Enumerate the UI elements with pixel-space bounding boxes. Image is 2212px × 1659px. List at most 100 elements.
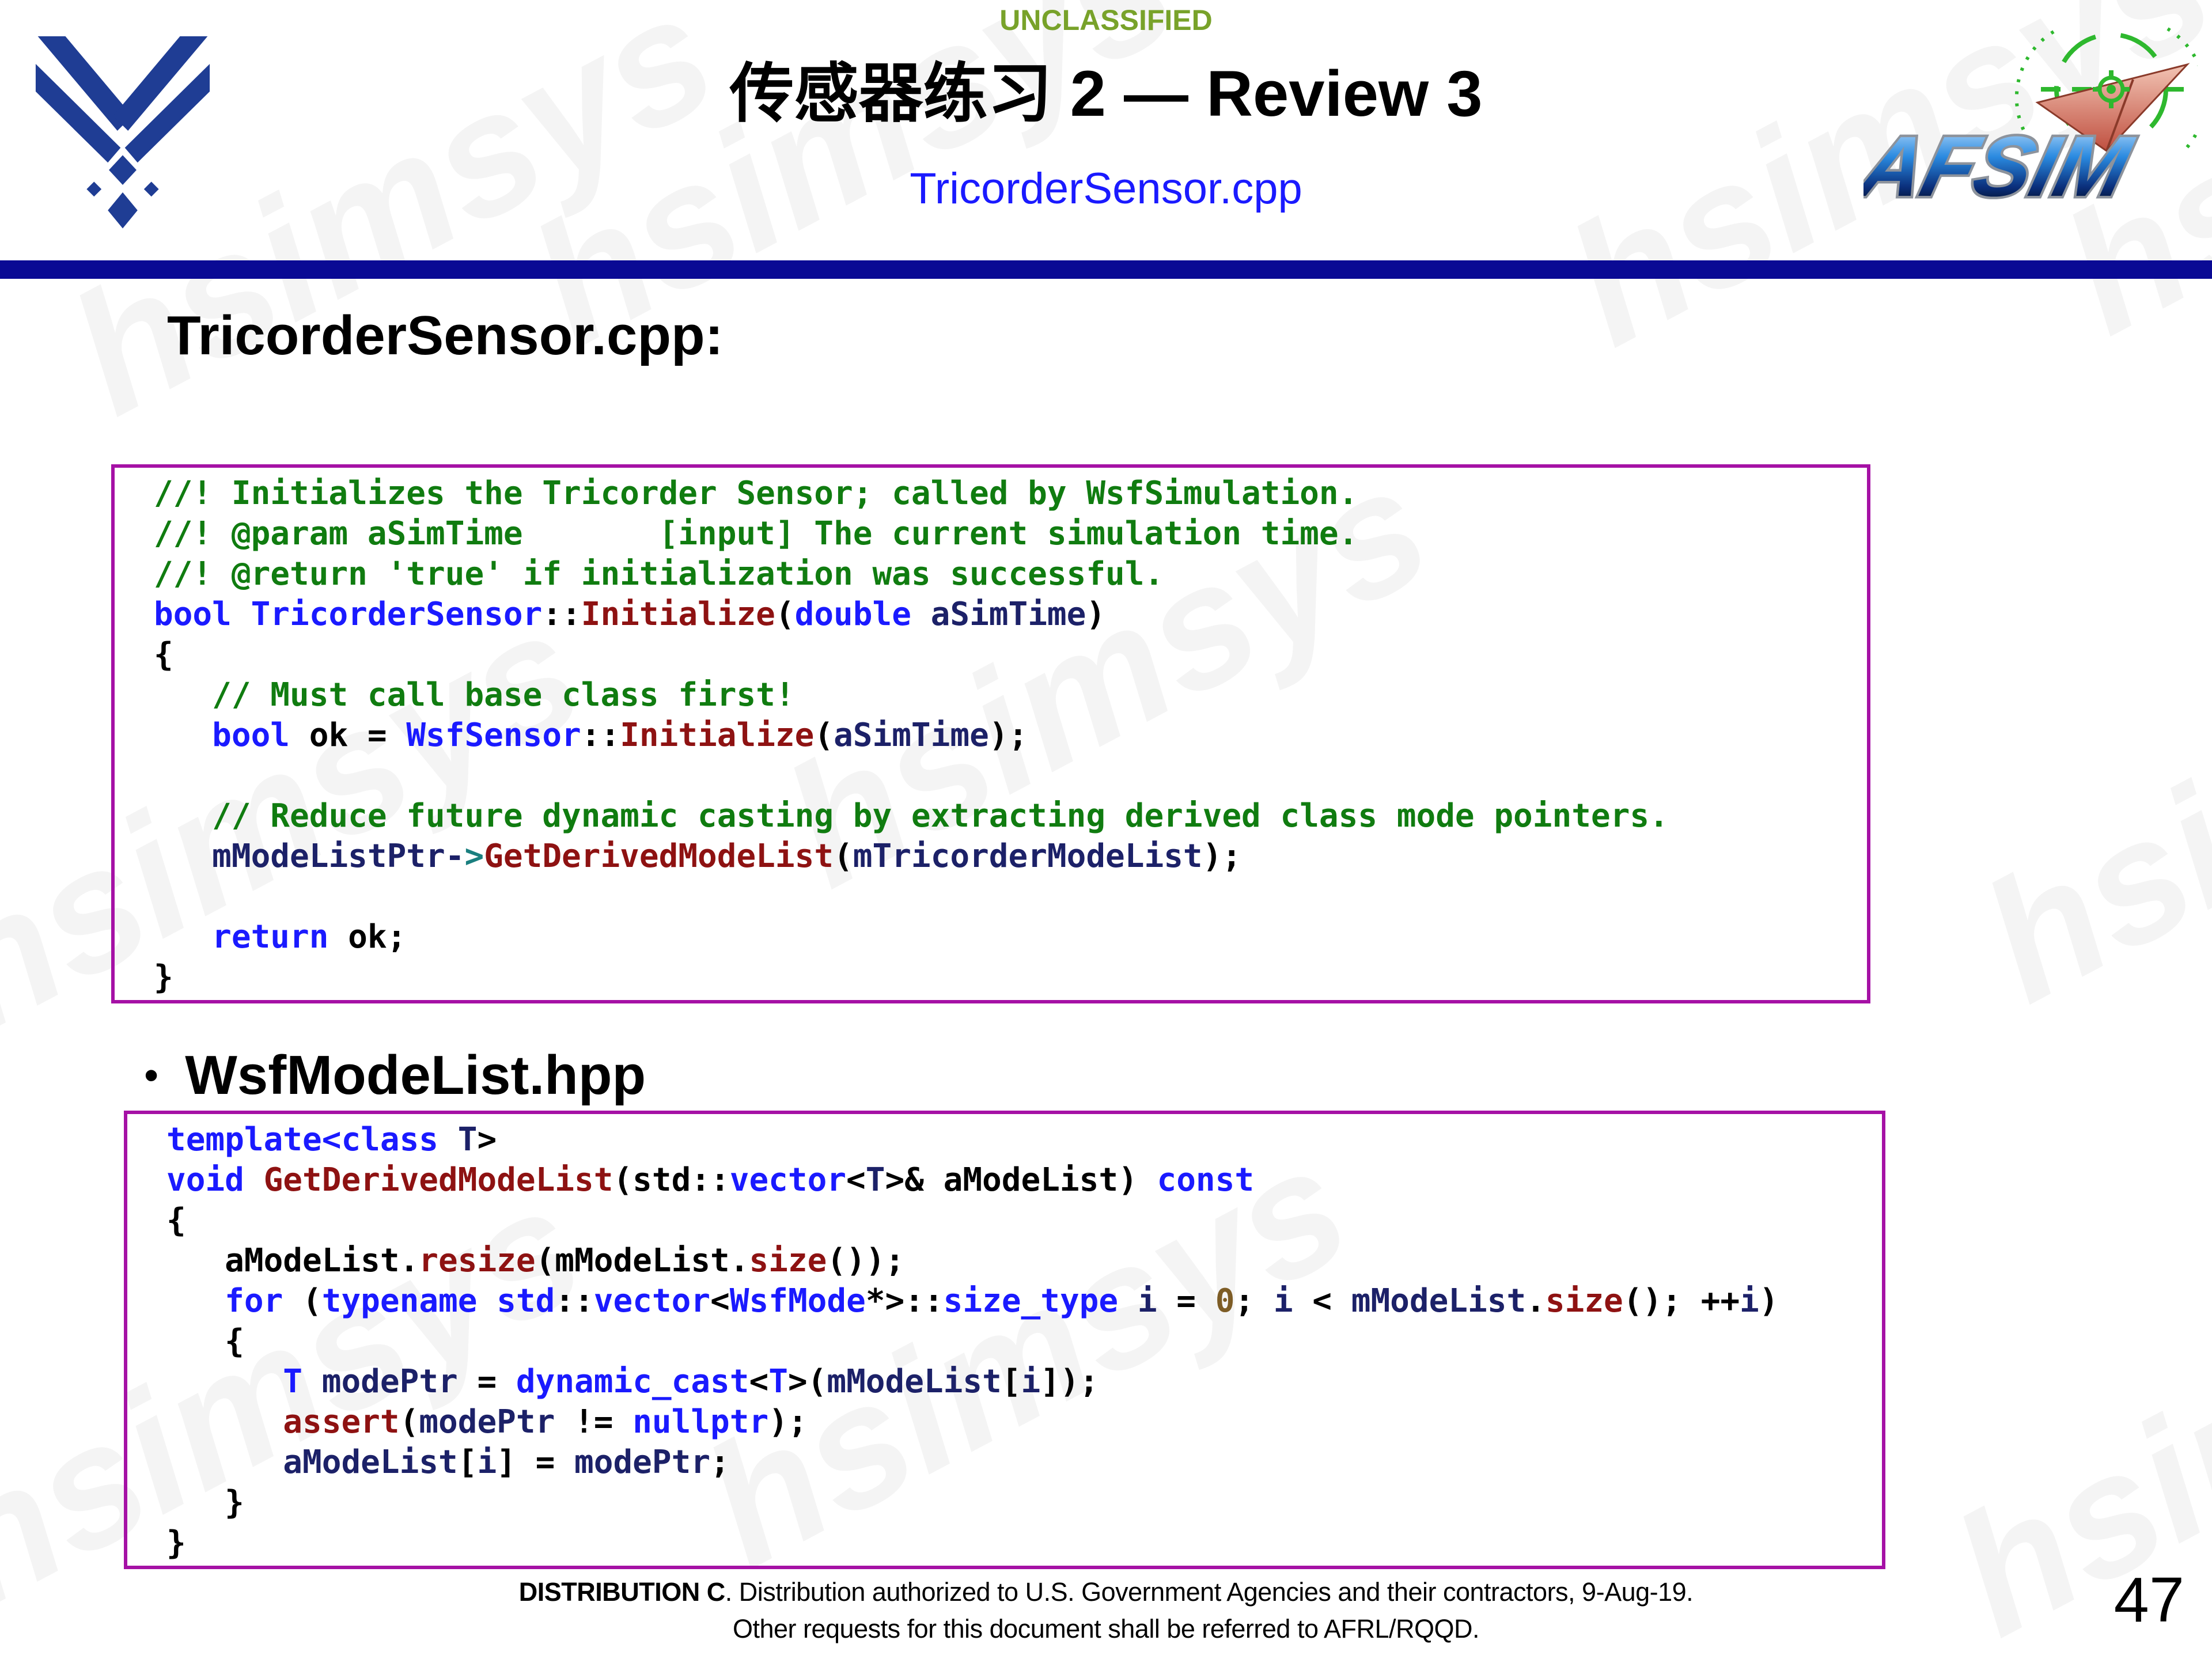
code-token: ok; [328,918,407,956]
distribution-label: DISTRIBUTION C [518,1577,726,1607]
code-token: } [166,1524,186,1562]
code-token: for [225,1282,283,1320]
code-token: i [1137,1282,1157,1320]
code-token: bool [212,717,290,754]
code-token: ( [613,1161,633,1199]
code-token [911,596,931,633]
code-token: ); [988,717,1028,754]
code-token [1118,1282,1138,1320]
code-token: typename [321,1282,478,1320]
code-block-wsf-mode-list: template<class T>void GetDerivedModeList… [124,1111,1885,1569]
code-token [438,1121,458,1158]
code-token: [ [1001,1363,1021,1400]
code-token [154,838,212,875]
code-line: bool ok = WsfSensor::Initialize(aSimTime… [154,715,1855,756]
code-line: aModeList.resize(mModeList.size()); [166,1241,1870,1281]
code-token: WsfMode [729,1282,866,1320]
afsim-logo-text: AFSIM [1863,119,2141,214]
bullet-heading: WsfModeList.hpp [185,1044,646,1106]
code-token: ]); [1040,1363,1099,1400]
code-token: T [457,1121,478,1158]
code-token: modePtr [321,1363,458,1400]
code-token: { [166,1202,186,1239]
code-token: size [1545,1282,1623,1320]
code-line: bool TricorderSensor::Initialize(double … [154,594,1855,635]
code-token: ; [710,1444,730,1481]
code-line: aModeList[i] = modePtr; [166,1442,1870,1483]
code-line: // Must call base class first! [154,675,1855,715]
afsim-logo-icon: AFSIM [1863,27,2198,217]
code-token: template [166,1121,322,1158]
code-token [244,1161,264,1199]
code-token: < [321,1121,342,1158]
code-token [154,717,212,754]
code-line: template<class T> [166,1120,1870,1160]
code-token [477,1282,497,1320]
code-token: GetDerivedModeList [263,1161,613,1199]
code-token: std:: [632,1161,730,1199]
code-token: ); [1202,838,1242,875]
code-token: aModeList [283,1444,458,1481]
distribution-notice: DISTRIBUTION C. Distribution authorized … [0,1574,2212,1647]
code-line: } [154,957,1855,998]
code-token: i [1740,1282,1759,1320]
code-token: != [555,1403,633,1441]
code-token: (mModeList. [535,1242,749,1279]
code-token: aSimTime [834,717,989,754]
code-token: //! Initializes the Tricorder Sensor; ca… [154,475,1358,512]
distribution-line-1: DISTRIBUTION C. Distribution authorized … [518,1577,1694,1607]
code-token: ; [1234,1282,1274,1320]
code-token: WsfSensor [406,717,581,754]
code-token [154,676,212,714]
code-token: ( [399,1403,419,1441]
code-token: < [846,1161,866,1199]
page-subtitle: TricorderSensor.cpp [910,164,1302,213]
code-token: < [1293,1282,1351,1320]
header-divider [0,260,2212,279]
code-line [154,877,1855,917]
code-token: vector [729,1161,847,1199]
distribution-line-2: Other requests for this document shall b… [732,1614,1480,1643]
code-line: void GetDerivedModeList(std::vector<T>& … [166,1160,1870,1200]
code-token: // Must call base class first! [212,676,795,714]
code-token [166,1282,225,1320]
watermark-text: hsimsys [1952,540,2212,1041]
code-token: T [283,1363,303,1400]
code-token: ok = [290,717,407,754]
code-token: i [477,1444,497,1481]
code-token: >& aModeList) [885,1161,1157,1199]
code-token: T [865,1161,885,1199]
code-token: ( [834,838,853,875]
code-token: ) [1759,1282,1779,1320]
code-token: ); [768,1403,808,1441]
code-line: assert(modePtr != nullptr); [166,1402,1870,1442]
code-token: std [497,1282,555,1320]
code-token: ( [775,596,795,633]
code-line: //! Initializes the Tricorder Sensor; ca… [154,474,1855,514]
code-token: } [166,1484,244,1521]
code-token: ()); [827,1242,905,1279]
code-token [154,797,212,835]
code-token: TricorderSensor [251,596,543,633]
code-line: T modePtr = dynamic_cast<T>(mModeList[i]… [166,1362,1870,1402]
code-token: = [457,1363,516,1400]
code-token: } [154,959,173,996]
code-token: ( [283,1282,322,1320]
code-line: //! @param aSimTime [input] The current … [154,514,1855,554]
code-token: modePtr [574,1444,711,1481]
code-token: - [445,838,465,875]
code-line: for (typename std::vector<WsfMode*>::siz… [166,1281,1870,1321]
code-token [154,918,212,956]
code-token: [ [457,1444,478,1481]
code-token: aSimTime [930,596,1086,633]
code-token: :: [542,596,581,633]
code-token: i [1273,1282,1293,1320]
code-token: < [749,1363,769,1400]
code-token: modePtr [419,1403,555,1441]
code-token: size [749,1242,827,1279]
code-token: mModeList [1351,1282,1527,1320]
code-token: (); ++ [1623,1282,1740,1320]
code-token: const [1157,1161,1255,1199]
code-token: > [464,838,484,875]
code-token [166,1363,283,1400]
